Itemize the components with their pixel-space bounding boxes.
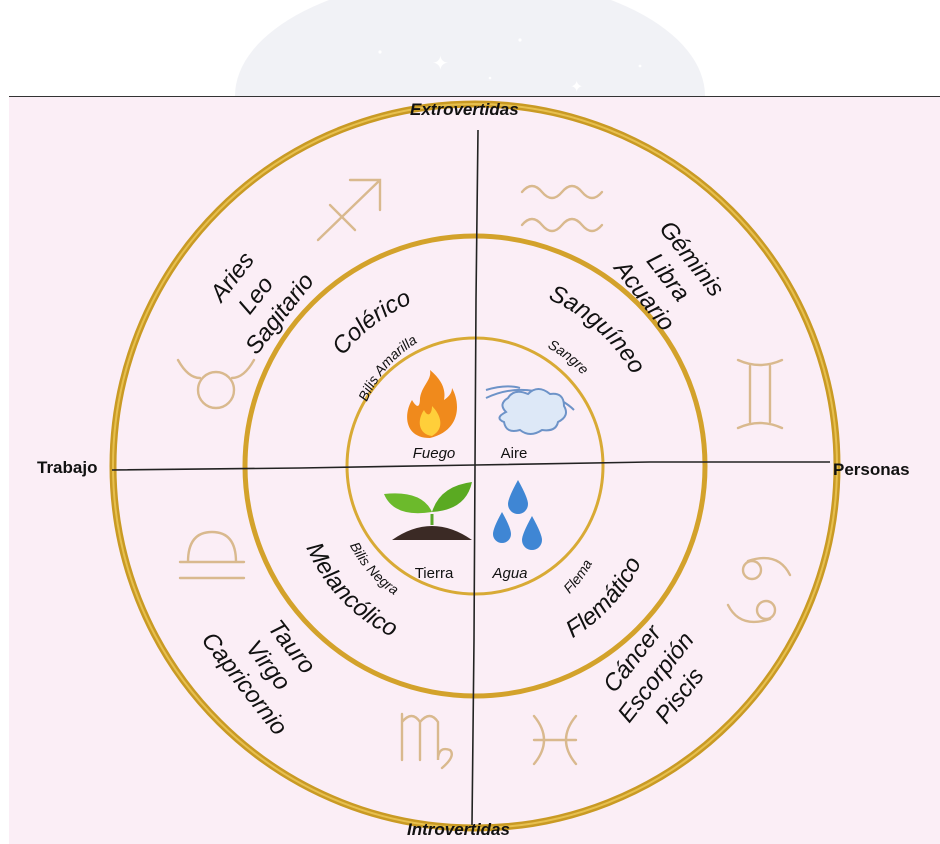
- virgo-icon: [400, 712, 453, 770]
- fire-icon: [407, 370, 458, 438]
- humor-bilis-amarilla: Bilis Amarilla: [355, 331, 420, 403]
- pisces-icon: [532, 714, 578, 766]
- axis-label-left: Trabajo: [37, 458, 98, 477]
- axis-label-bottom: Introvertidas: [407, 820, 510, 839]
- wind-cloud-icon: [485, 385, 575, 435]
- taurus-icon: [176, 358, 256, 410]
- libra-icon: [178, 530, 246, 580]
- element-label-tierra: Tierra: [415, 565, 454, 582]
- horizontal-axis-line: [111, 461, 830, 471]
- axis-label-top: Extrovertidas: [410, 100, 519, 119]
- sprout-icon: [384, 482, 472, 540]
- element-label-agua: Agua: [491, 565, 527, 582]
- element-label-aire: Aire: [501, 445, 528, 462]
- svg-text:✦: ✦: [432, 53, 449, 75]
- middle-ring: [242, 233, 708, 699]
- vertical-axis-line: [471, 129, 479, 826]
- humor-sangre: Sangre: [546, 336, 593, 377]
- element-label-fuego: Fuego: [413, 445, 456, 462]
- signs-group-top-right: Géminis Libra Acuario: [607, 216, 729, 336]
- aquarius-icon: [520, 184, 604, 233]
- signs-group-bottom-right: Cáncer Escorpión Piscis: [598, 619, 710, 729]
- humor-flema: Flema: [560, 556, 595, 596]
- gemini-icon: [736, 358, 784, 430]
- svg-text:✦: ✦: [570, 79, 583, 96]
- signs-group-top-left: Aries Leo Sagitario: [204, 247, 320, 359]
- water-drops-icon: [493, 480, 542, 550]
- axis-label-right: Personas: [833, 460, 910, 479]
- sagittarius-icon: [316, 178, 382, 242]
- cancer-icon: [726, 556, 792, 624]
